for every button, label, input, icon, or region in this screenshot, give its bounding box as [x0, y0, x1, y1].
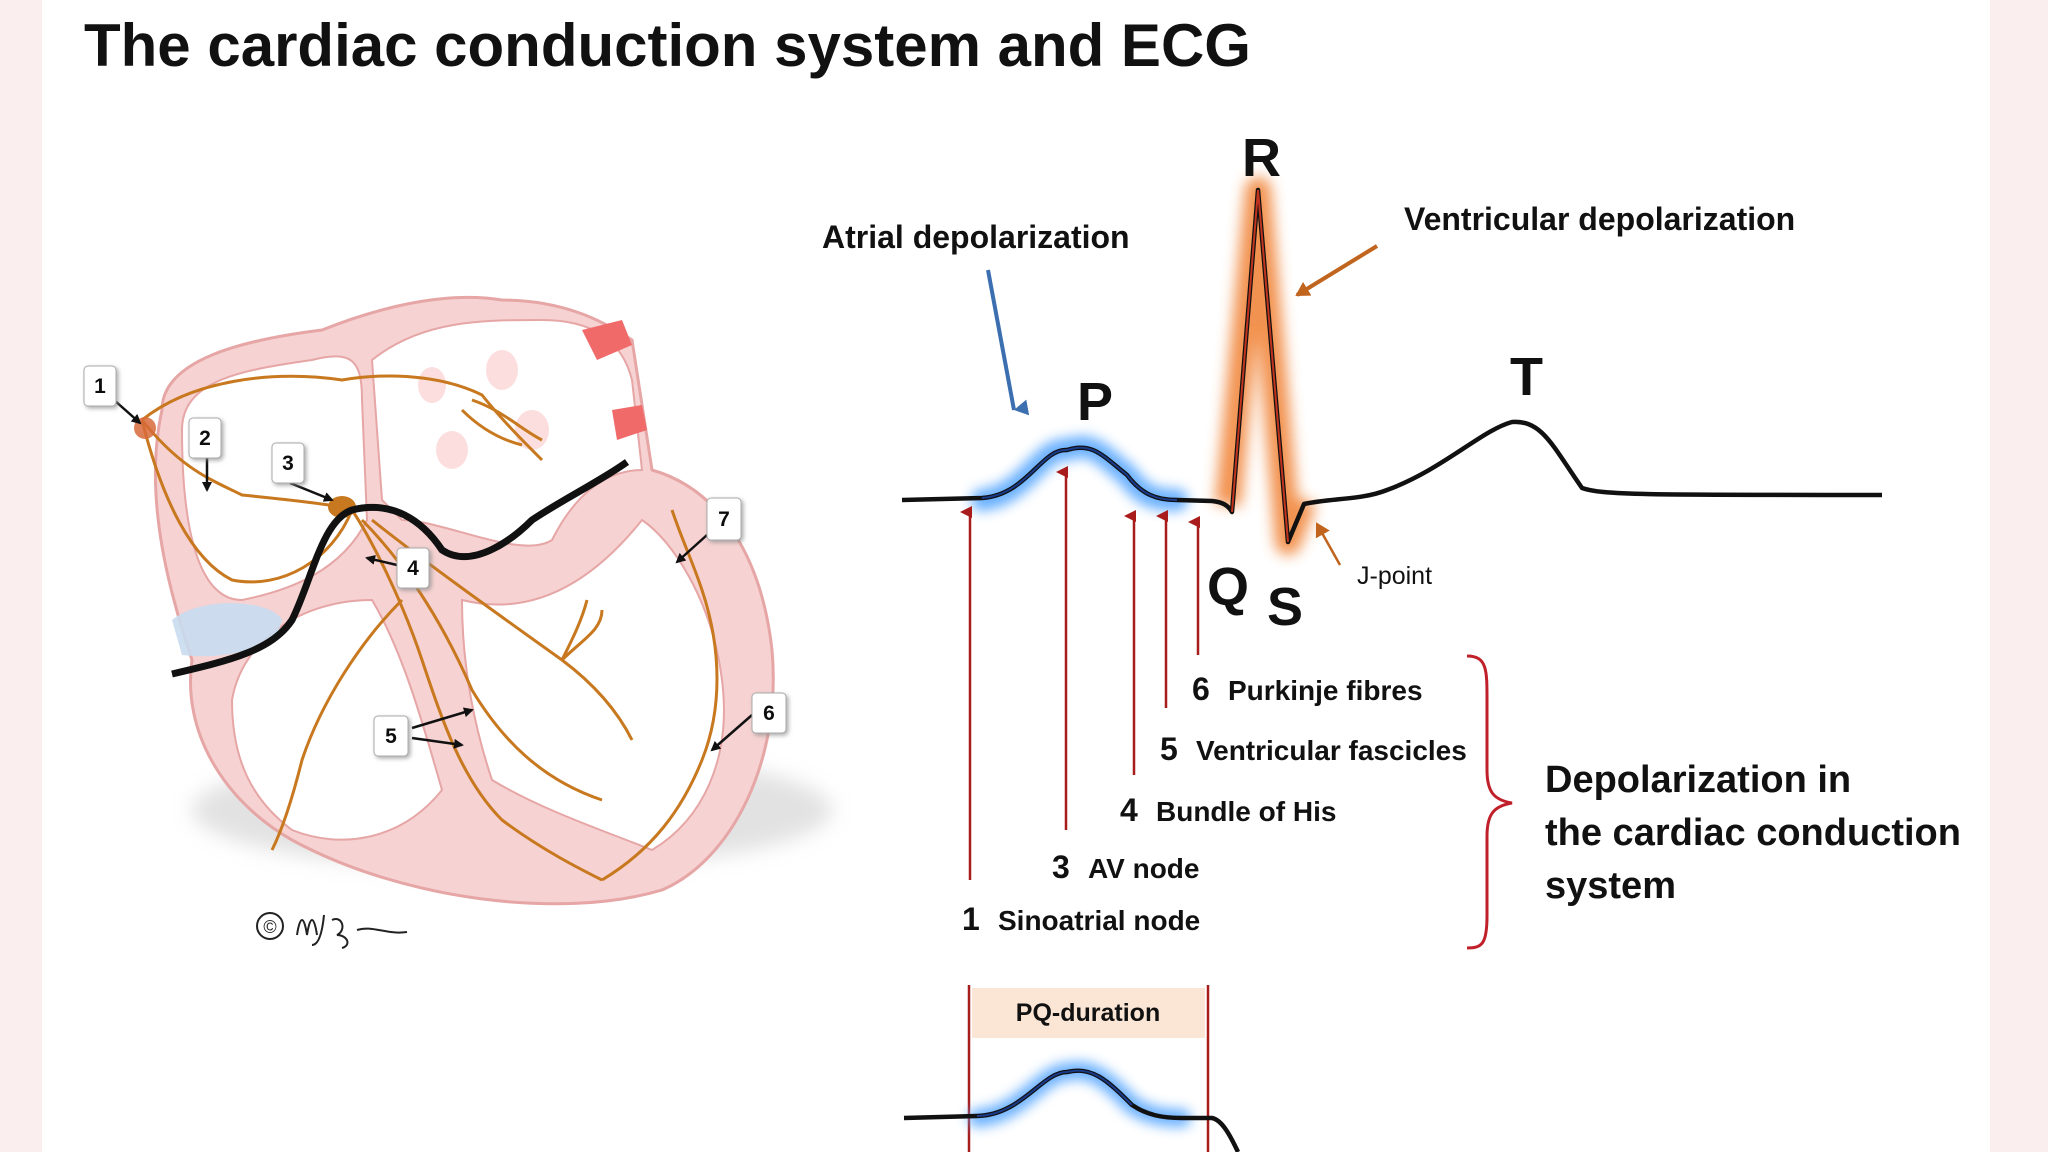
callout-6-label: 6: [763, 702, 775, 725]
wave-r: R: [1242, 128, 1281, 188]
conduction-item-3-num: 3: [1052, 849, 1070, 885]
callout-1-label: 1: [94, 375, 106, 398]
signature: ©: [256, 912, 408, 949]
ecg-diagram: P R Q S T Atrial depolarization Ventricu…: [822, 128, 1961, 1152]
heart-illustration: 1 2 3 4 5 6 7 ©: [83, 295, 832, 949]
conduction-item-3: 3 AV node: [1052, 849, 1199, 885]
conduction-brace: [1466, 654, 1513, 950]
atrial-arrow: [986, 269, 1030, 416]
callout-6: 6: [751, 692, 787, 734]
copyright-symbol: ©: [263, 917, 276, 937]
conduction-item-6-num: 6: [1192, 671, 1210, 707]
pq-duration-inset: PQ-duration: [903, 985, 1241, 1152]
conduction-arrows: [960, 466, 1200, 880]
conduction-item-5-label: Ventricular fascicles: [1196, 735, 1467, 766]
atrial-depolarization-label: Atrial depolarization: [822, 219, 1130, 255]
conduction-item-3-label: AV node: [1088, 853, 1199, 884]
conduction-item-1-num: 1: [962, 901, 980, 937]
pq-duration-box: [972, 988, 1205, 1038]
page-title: The cardiac conduction system and ECG: [84, 12, 1251, 79]
ventricular-depolarization-label: Ventricular depolarization: [1404, 201, 1795, 237]
conduction-item-5: 5 Ventricular fascicles: [1160, 731, 1467, 767]
bracket-label-line-2: the cardiac conduction: [1545, 812, 1961, 854]
conduction-item-4-num: 4: [1120, 792, 1138, 828]
ventricular-arrow: [1295, 244, 1379, 297]
wave-t: T: [1510, 347, 1543, 407]
jpoint-label: J-point: [1357, 562, 1432, 590]
bracket-label-line-3: system: [1545, 865, 1676, 907]
callout-4-label: 4: [407, 557, 419, 580]
pq-duration-label: PQ-duration: [1016, 999, 1160, 1027]
conduction-item-4: 4 Bundle of His: [1120, 792, 1336, 828]
callout-4: 4: [396, 547, 430, 589]
callout-5: 5: [373, 715, 409, 757]
callout-1: 1: [83, 365, 117, 407]
bracket-label-line-1: Depolarization in: [1545, 759, 1851, 801]
conduction-item-6: 6 Purkinje fibres: [1192, 671, 1423, 707]
conduction-item-5-num: 5: [1160, 731, 1178, 767]
callout-2: 2: [188, 417, 222, 459]
callout-7-label: 7: [718, 508, 730, 531]
conduction-item-6-label: Purkinje fibres: [1228, 675, 1423, 706]
conduction-item-1: 1 Sinoatrial node: [962, 901, 1200, 937]
wave-q: Q: [1207, 557, 1249, 617]
wave-s: S: [1267, 577, 1303, 637]
left-ventricle: [230, 598, 444, 841]
conduction-item-1-label: Sinoatrial node: [998, 905, 1200, 936]
wave-p: P: [1077, 372, 1113, 432]
callout-3-label: 3: [282, 452, 294, 475]
diagram-canvas: The cardiac conduction system and ECG: [83, 12, 1961, 1152]
jpoint-arrow: [1315, 522, 1342, 566]
slide: The cardiac conduction system and ECG: [42, 0, 1990, 1152]
callout-7: 7: [706, 497, 742, 541]
callout-2-label: 2: [199, 427, 211, 450]
av-plane-line: [171, 459, 630, 678]
conduction-item-4-label: Bundle of His: [1156, 796, 1336, 827]
callout-3: 3: [271, 442, 305, 484]
callout-5-label: 5: [385, 725, 397, 748]
